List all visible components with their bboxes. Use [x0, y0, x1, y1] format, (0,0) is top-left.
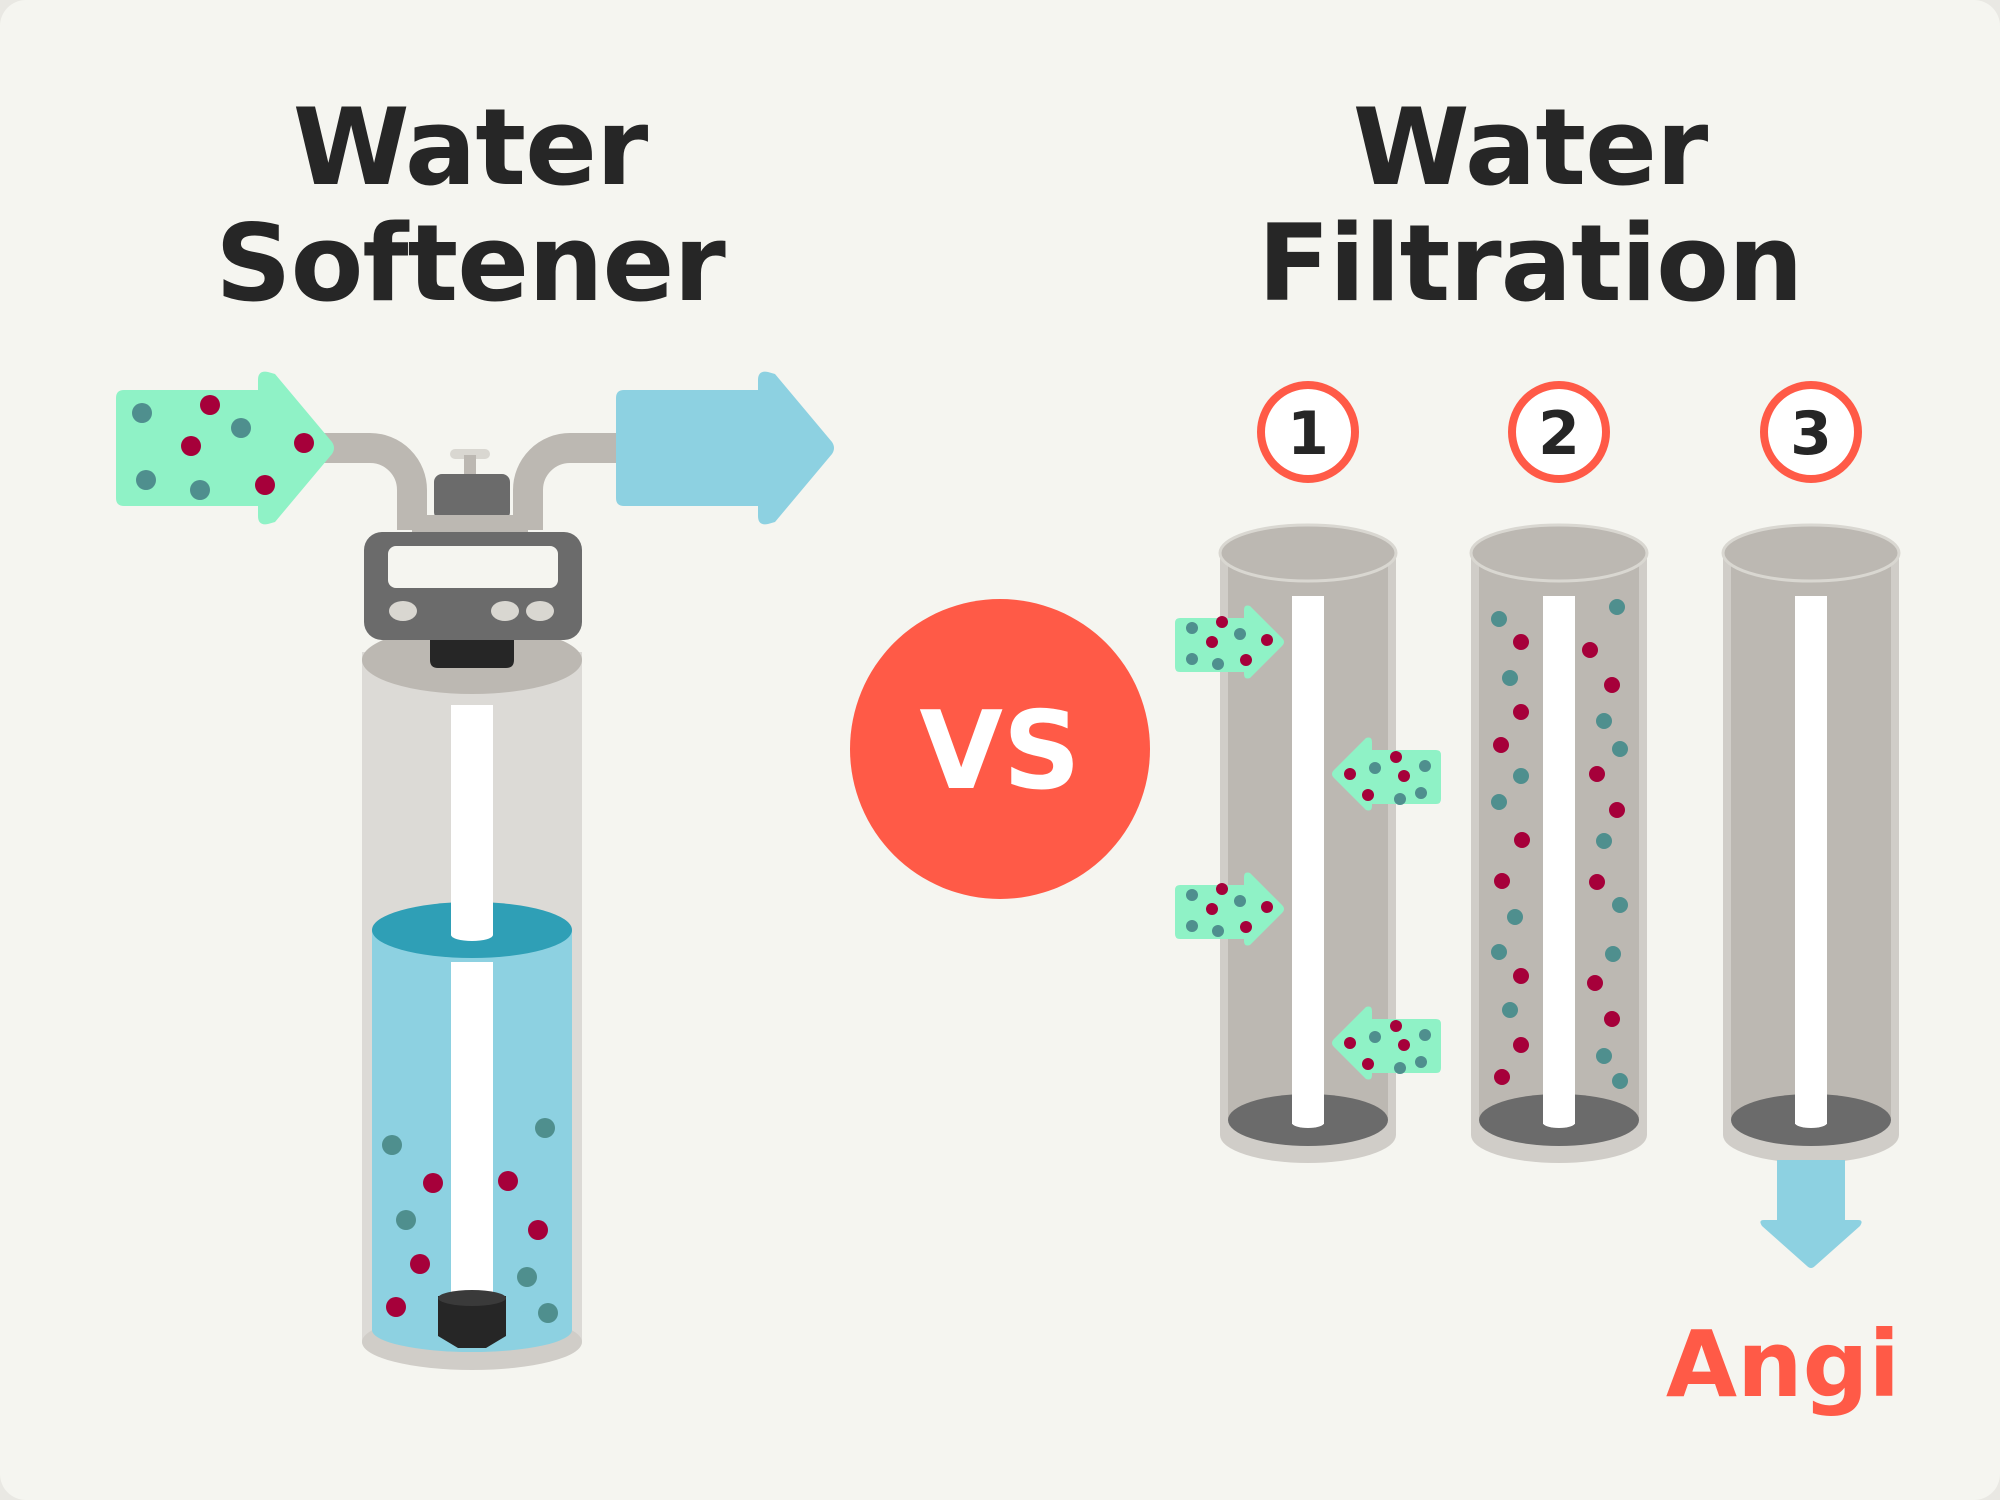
- filtration-title-line1: Water: [1352, 86, 1709, 209]
- filter-cartridge-2: [1469, 523, 1649, 1163]
- stage-number-2: 2: [1538, 399, 1580, 469]
- control-display: [388, 546, 558, 588]
- filter-inflow-arrow-left-upper-icon: [1332, 737, 1441, 811]
- stage-number-3: 3: [1790, 399, 1832, 469]
- control-button-right: [526, 601, 554, 621]
- riser-tube-lower: [451, 962, 493, 1302]
- vs-badge: VS: [850, 599, 1150, 899]
- bypass-valve: [434, 474, 510, 520]
- distributor-basket: [438, 1296, 506, 1348]
- stage-number-1: 1: [1287, 399, 1329, 469]
- angi-logo-text: Angi: [1666, 1311, 1900, 1418]
- filter-inflow-arrow-right-top-icon: [1175, 605, 1284, 679]
- stage-badge-1: 1: [1257, 381, 1359, 483]
- stage-badge-2: 2: [1508, 381, 1610, 483]
- riser-tube-upper: [451, 705, 493, 935]
- clean-water-outflow-arrow-down-icon: [1760, 1160, 1862, 1268]
- filter-inflow-arrow-right-lower-icon: [1175, 872, 1284, 946]
- trapped-particles: [1491, 599, 1628, 1089]
- stage-badge-3: 3: [1760, 381, 1862, 483]
- water-softener-title: Water Softener: [120, 90, 820, 322]
- inlet-pipe: [320, 433, 427, 530]
- water-softener-illustration: [116, 371, 834, 1370]
- outlet-pipe: [513, 433, 620, 530]
- hard-water-inflow-arrow-icon: [116, 371, 334, 525]
- filtration-title-line2: Filtration: [1257, 202, 1804, 325]
- softener-title-line1: Water: [292, 86, 649, 209]
- water-filtration-illustration: 1 2 3: [1175, 381, 1901, 1268]
- vs-label: VS: [919, 689, 1080, 814]
- valve-handle: [450, 449, 490, 459]
- angi-logo: Angi: [1666, 1311, 1900, 1418]
- soft-water-outflow-arrow-icon: [616, 371, 834, 525]
- control-button-left: [389, 601, 417, 621]
- filter-inflow-arrow-left-lower-icon: [1332, 1006, 1441, 1080]
- softener-title-line2: Softener: [215, 202, 725, 325]
- filter-cartridge-3: [1721, 523, 1901, 1163]
- water-filtration-title: Water Filtration: [1180, 90, 1880, 322]
- control-button-mid: [491, 601, 519, 621]
